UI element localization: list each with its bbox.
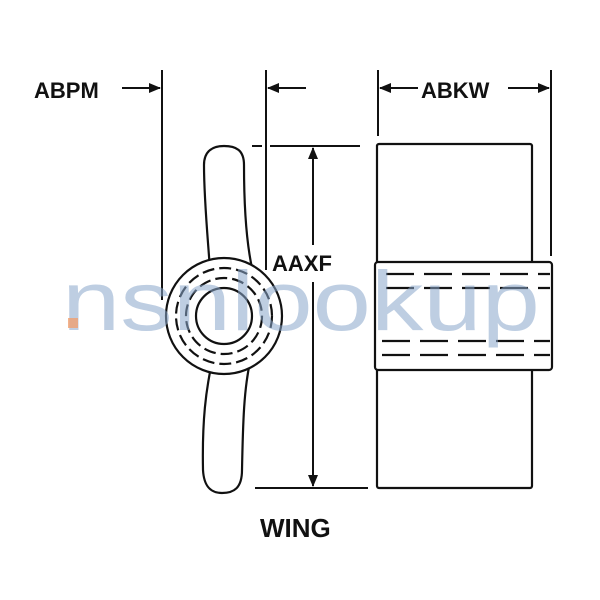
- abpm-label: ABPM: [34, 78, 99, 103]
- side-view-wing-nut: [373, 142, 554, 490]
- watermark-text: nsnlookup: [62, 254, 540, 348]
- upper-wing-outline: [202, 144, 254, 271]
- dimension-abkw: [377, 70, 552, 256]
- front-view-wing-nut: [164, 144, 284, 495]
- dimension-aaxf: [252, 145, 368, 489]
- hub-outer-circle: [164, 256, 284, 376]
- thread-circle-inner-hidden: [184, 276, 264, 356]
- abkw-label: ABKW: [421, 78, 490, 103]
- aaxf-label: AAXF: [272, 251, 332, 276]
- side-hidden-thread-lines: [382, 272, 550, 357]
- dimension-abpm: [122, 70, 306, 300]
- side-body-lower: [375, 366, 534, 490]
- thread-circle-outer-hidden: [174, 266, 274, 366]
- bore-circle: [194, 286, 254, 346]
- lower-wing-outline: [201, 361, 252, 495]
- watermark-accent-dot: [68, 318, 78, 328]
- diagram-title: WING: [260, 513, 331, 543]
- watermark: nsnlookup: [62, 254, 540, 348]
- side-body-upper: [375, 142, 534, 266]
